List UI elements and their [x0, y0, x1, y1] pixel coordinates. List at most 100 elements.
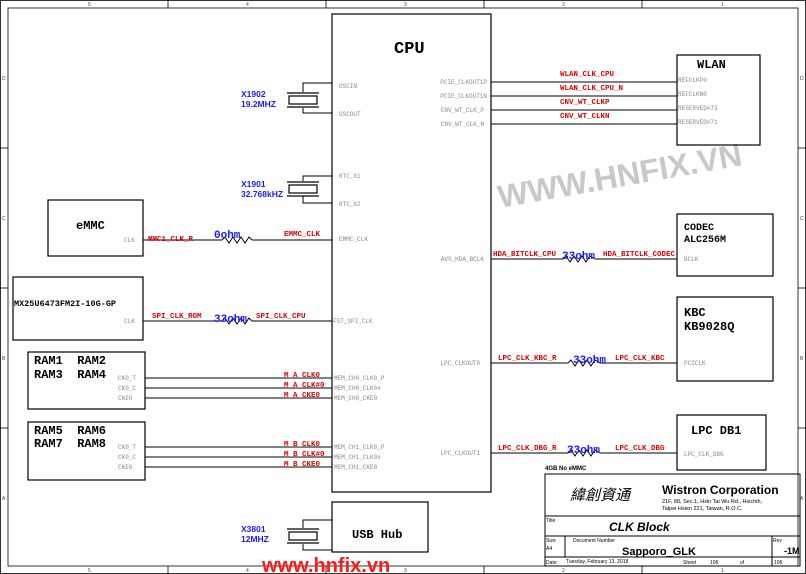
resistor-icon	[562, 255, 596, 263]
usb-hub-block[interactable]: USB Hub	[331, 501, 429, 553]
label: -1M	[784, 546, 800, 556]
ram-b-block[interactable]: RAM5 RAM6 RAM7 RAM8 CK0_T CK0_C CKE0	[27, 421, 146, 481]
label: EMMC_CLK	[339, 236, 368, 243]
label: MMC1_CLK_R	[148, 236, 194, 244]
label: RAM1 RAM2	[34, 354, 106, 368]
label: CKE0	[118, 395, 133, 402]
emmc-block[interactable]: eMMC CLK	[47, 199, 144, 257]
label: CNV_WT_CLK_N	[441, 121, 485, 128]
label: 5	[88, 2, 91, 8]
label: 2	[562, 568, 565, 574]
label: Wistron Corporation	[662, 483, 779, 497]
label: D	[2, 76, 6, 82]
net-label: WLAN_CLK_CPU_N	[560, 85, 623, 93]
label: OSCIN	[339, 83, 357, 90]
label: LPC_CLKOUT0	[440, 360, 480, 367]
watermark-diagonal: WWW.HNFIX.VN	[495, 137, 745, 215]
label: C	[2, 216, 6, 222]
label: LPC_CLK_KBC_R	[498, 355, 557, 363]
label: 1	[721, 568, 724, 574]
label: M_B_CLK#0	[284, 451, 325, 459]
label: MEM_CH1_CLK0#	[334, 454, 381, 461]
label: PCIE_CLKOUT1N	[440, 93, 487, 100]
label: LPC_CLK_DBG	[615, 445, 665, 453]
label: EMMC_CLK	[284, 231, 321, 239]
label: OSCOUT	[339, 111, 361, 118]
label: RAM3 RAM4	[34, 368, 106, 382]
cpu-title: CPU	[394, 40, 425, 59]
label: FST_SPI_CLK	[333, 318, 373, 325]
crystals	[287, 92, 319, 544]
label: MX25U6473FM2I-10G-GP	[14, 299, 116, 309]
ram-a-block[interactable]: RAM1 RAM2 RAM3 RAM4 CK0_T CK0_C CKE0	[27, 351, 146, 410]
label: CK0_C	[118, 385, 136, 392]
label: Tuesday, February 13, 2018	[566, 559, 628, 565]
label: KB9028Q	[684, 320, 734, 334]
codec-block[interactable]: CODEC ALC256M BCLK	[676, 213, 774, 277]
label: CLK Block	[609, 520, 671, 534]
crystal-freq: 12MHZ	[241, 534, 269, 544]
label: M_A_CKE0	[284, 392, 321, 400]
crystal-ref: X3801	[241, 524, 266, 534]
label: Title	[546, 518, 555, 524]
label: LPC DB1	[691, 424, 741, 438]
cpu-block[interactable]: CPU OSCIN OSCOUT RTC_X1 RTC_X2 EMMC_CLK …	[331, 13, 492, 493]
label: LPC_CLK_KBC	[615, 355, 665, 363]
label: 33ohm	[573, 355, 606, 367]
label: 3	[404, 2, 407, 8]
label: BCLK	[684, 256, 699, 263]
kbc-block[interactable]: KBC KB9028Q PCICLK	[676, 296, 774, 382]
label: Size	[546, 538, 556, 544]
label: CNV_WT_CLK_P	[441, 107, 485, 114]
label: of	[740, 560, 745, 566]
label: A	[800, 496, 804, 502]
label: 2	[562, 2, 565, 8]
title-block-text: 緯創資通 Wistron Corporation 21F, 88, Sec.1,…	[546, 483, 800, 566]
label: RTC_X2	[339, 201, 361, 208]
lpc-db1-block[interactable]: LPC DB1 LPC_CLK_DBG	[676, 414, 767, 471]
label: LPC_CLK_DBG	[684, 451, 724, 458]
label: CLK	[124, 237, 135, 244]
label: Sapporo_GLK	[622, 546, 696, 558]
label: eMMC	[76, 219, 105, 233]
label: 21F, 88, Sec.1, Hsin Tai Wu Rd., Hsichih…	[662, 499, 763, 505]
net-label: WLAN_CLK_CPU	[560, 71, 615, 79]
label: Rev	[773, 538, 782, 544]
label: Document Number	[573, 538, 615, 544]
crystal-ref: X1901	[241, 179, 266, 189]
label: CKE0	[118, 464, 133, 471]
label: PCIE_CLKOUT1P	[440, 79, 487, 86]
label: ALC256M	[684, 235, 726, 246]
resistors	[221, 236, 601, 457]
label: 5	[88, 568, 91, 574]
label: CK0_T	[118, 444, 136, 451]
label: A4	[546, 546, 552, 552]
label: 4	[246, 2, 249, 8]
label: LPC_CLKOUT1	[440, 450, 480, 457]
label: PCICLK	[684, 360, 706, 367]
watermark-bottom: www.hnfix.vn	[261, 555, 390, 574]
spi-rom-block[interactable]: MX25U6473FM2I-10G-GP CLK	[12, 276, 144, 341]
label: KBC	[684, 306, 706, 320]
label: Sheet	[683, 560, 697, 566]
label: MEM_CH1_CLK0_P	[334, 444, 385, 451]
label: M_B_CLK0	[284, 441, 321, 449]
label: AVS_HDA_BCLK	[441, 256, 485, 263]
label: 4	[246, 568, 249, 574]
wlan-block[interactable]: WLAN REFCLKP0 REFCLKN0 RESERVED#73 RESER…	[676, 54, 761, 146]
crystal-freq: 32.768kHZ	[241, 189, 283, 199]
label: CLK	[124, 318, 135, 325]
net-label: CNV_WT_CLKN	[560, 113, 610, 121]
label: MEM_CH0_CLK0#	[334, 385, 381, 392]
label: REFCLKP0	[678, 77, 707, 84]
label: SPI_CLK_ROM	[152, 313, 202, 321]
title-block	[544, 473, 801, 567]
resistor-icon	[221, 236, 253, 244]
label: CODEC	[684, 223, 714, 234]
net-label: CNV_WT_CLKP	[560, 99, 610, 107]
label: RTC_X1	[339, 173, 361, 180]
label: USB Hub	[352, 528, 402, 542]
crystal-freq: 19.2MHZ	[241, 99, 276, 109]
